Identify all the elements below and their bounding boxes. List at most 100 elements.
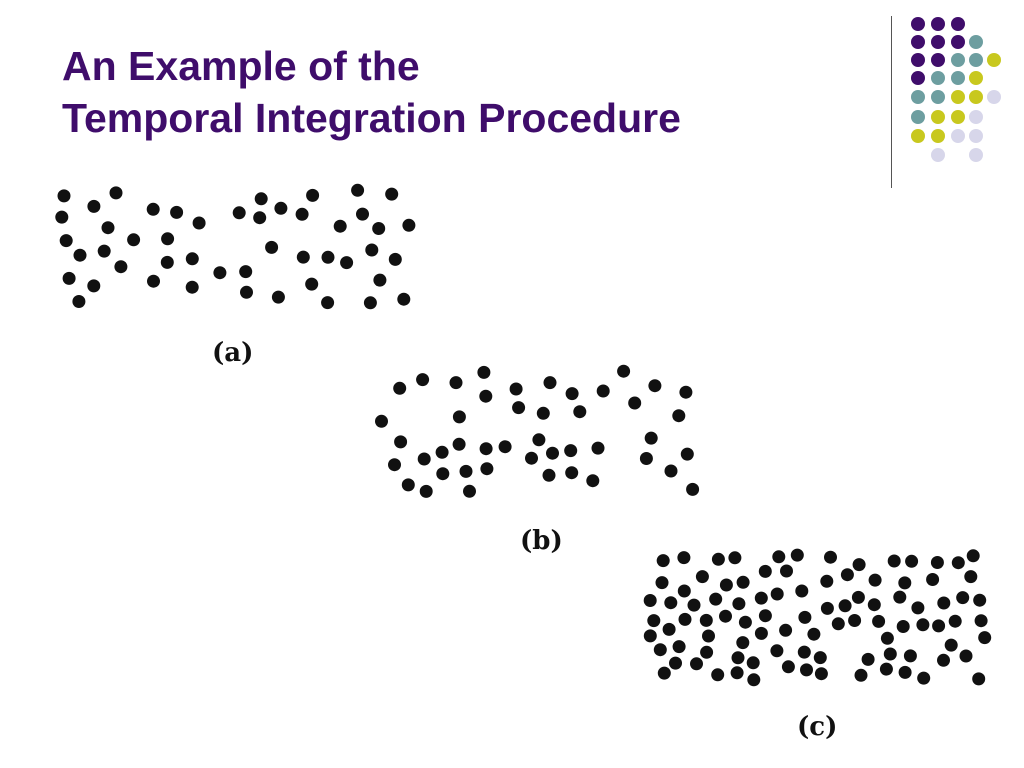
pattern-dot xyxy=(795,584,809,598)
pattern-dot xyxy=(972,672,986,686)
pattern-dot xyxy=(459,464,473,478)
pattern-dot xyxy=(840,568,854,582)
pattern-dot xyxy=(728,551,742,565)
pattern-dot xyxy=(807,627,821,641)
dot-pattern-c xyxy=(643,548,992,687)
slide-title: An Example of the Temporal Integration P… xyxy=(62,40,681,144)
pattern-dot xyxy=(738,615,752,629)
pattern-dot xyxy=(669,656,682,670)
decorative-dot xyxy=(987,53,1001,67)
pattern-dot xyxy=(732,597,746,611)
pattern-dot xyxy=(736,636,750,650)
pattern-dot xyxy=(573,405,587,419)
pattern-dot xyxy=(512,401,526,415)
pattern-dot xyxy=(59,234,73,248)
pattern-dot xyxy=(388,252,402,266)
decorative-dot xyxy=(969,110,983,124)
pattern-dot xyxy=(680,447,694,461)
pattern-dot xyxy=(401,478,415,492)
caption-a: (a) xyxy=(212,338,254,368)
decorative-dot xyxy=(951,129,965,143)
pattern-dot xyxy=(564,444,578,458)
pattern-dot xyxy=(898,665,912,679)
pattern-dot xyxy=(628,396,642,410)
pattern-dot xyxy=(73,248,87,262)
decorative-dot xyxy=(931,129,945,143)
pattern-dot xyxy=(779,623,793,637)
pattern-dot xyxy=(62,271,76,285)
pattern-dot xyxy=(903,649,917,663)
pattern-dot xyxy=(932,619,946,633)
pattern-dot xyxy=(797,645,811,659)
pattern-dot xyxy=(917,671,931,685)
pattern-dot xyxy=(480,462,494,476)
decorative-dot xyxy=(931,110,945,124)
pattern-dot xyxy=(838,599,852,613)
pattern-dot xyxy=(435,445,449,459)
pattern-dot xyxy=(114,260,128,274)
decorative-dot xyxy=(931,53,945,67)
pattern-dot xyxy=(356,207,369,221)
pattern-dot xyxy=(239,265,253,279)
pattern-dot xyxy=(653,643,667,657)
pattern-dot xyxy=(639,452,653,465)
pattern-dot xyxy=(127,233,141,247)
pattern-dot xyxy=(55,210,69,224)
pattern-dot xyxy=(586,474,600,488)
pattern-dot xyxy=(731,651,745,665)
pattern-dot xyxy=(351,183,365,197)
pattern-dot xyxy=(655,576,669,590)
pattern-dot xyxy=(417,452,431,466)
pattern-dot xyxy=(333,219,347,233)
pattern-dot xyxy=(820,574,834,588)
pattern-dot xyxy=(883,647,897,661)
pattern-dot xyxy=(677,551,691,565)
pattern-dot xyxy=(868,573,882,587)
pattern-dot xyxy=(699,613,713,627)
pattern-dot xyxy=(271,290,285,304)
decorative-dot xyxy=(931,35,945,49)
pattern-dot xyxy=(306,188,320,202)
decorative-dot xyxy=(969,53,983,67)
pattern-dot xyxy=(678,612,692,626)
pattern-dot xyxy=(930,556,944,569)
title-line-1: An Example of the xyxy=(62,43,420,89)
decorative-dot xyxy=(931,17,945,31)
pattern-dot xyxy=(872,614,886,628)
pattern-dot xyxy=(747,673,761,687)
pattern-dot xyxy=(591,441,605,455)
pattern-dot xyxy=(416,373,430,387)
pattern-dot xyxy=(479,389,493,403)
pattern-dot xyxy=(824,550,837,564)
pattern-dot xyxy=(363,296,377,310)
pattern-dot xyxy=(372,222,386,235)
decorative-dot xyxy=(931,90,945,104)
caption-b: (b) xyxy=(520,526,563,556)
pattern-dot xyxy=(340,256,354,270)
pattern-dot xyxy=(498,440,512,454)
pattern-dot xyxy=(790,548,804,562)
pattern-dot xyxy=(800,663,813,677)
dot-pattern-a xyxy=(55,183,416,310)
pattern-dot xyxy=(101,221,115,235)
pattern-dot xyxy=(170,205,184,219)
pattern-dot xyxy=(375,414,388,428)
pattern-dot xyxy=(679,385,693,399)
decorative-dot xyxy=(911,53,925,67)
decorative-dot-grid xyxy=(911,17,1001,162)
pattern-dot xyxy=(702,629,715,643)
decorative-dot xyxy=(911,90,925,104)
pattern-dot xyxy=(959,649,973,663)
pattern-dot xyxy=(831,617,845,631)
pattern-dot xyxy=(321,296,335,310)
pattern-dot xyxy=(662,622,676,636)
pattern-dot xyxy=(813,651,827,665)
pattern-dot xyxy=(711,552,725,566)
pattern-dot xyxy=(321,250,335,264)
pattern-dot xyxy=(896,620,910,633)
decorative-dot xyxy=(951,53,965,67)
pattern-dot xyxy=(253,211,267,225)
pattern-dot xyxy=(973,593,987,607)
pattern-dot xyxy=(686,482,700,496)
pattern-dot xyxy=(265,240,279,254)
